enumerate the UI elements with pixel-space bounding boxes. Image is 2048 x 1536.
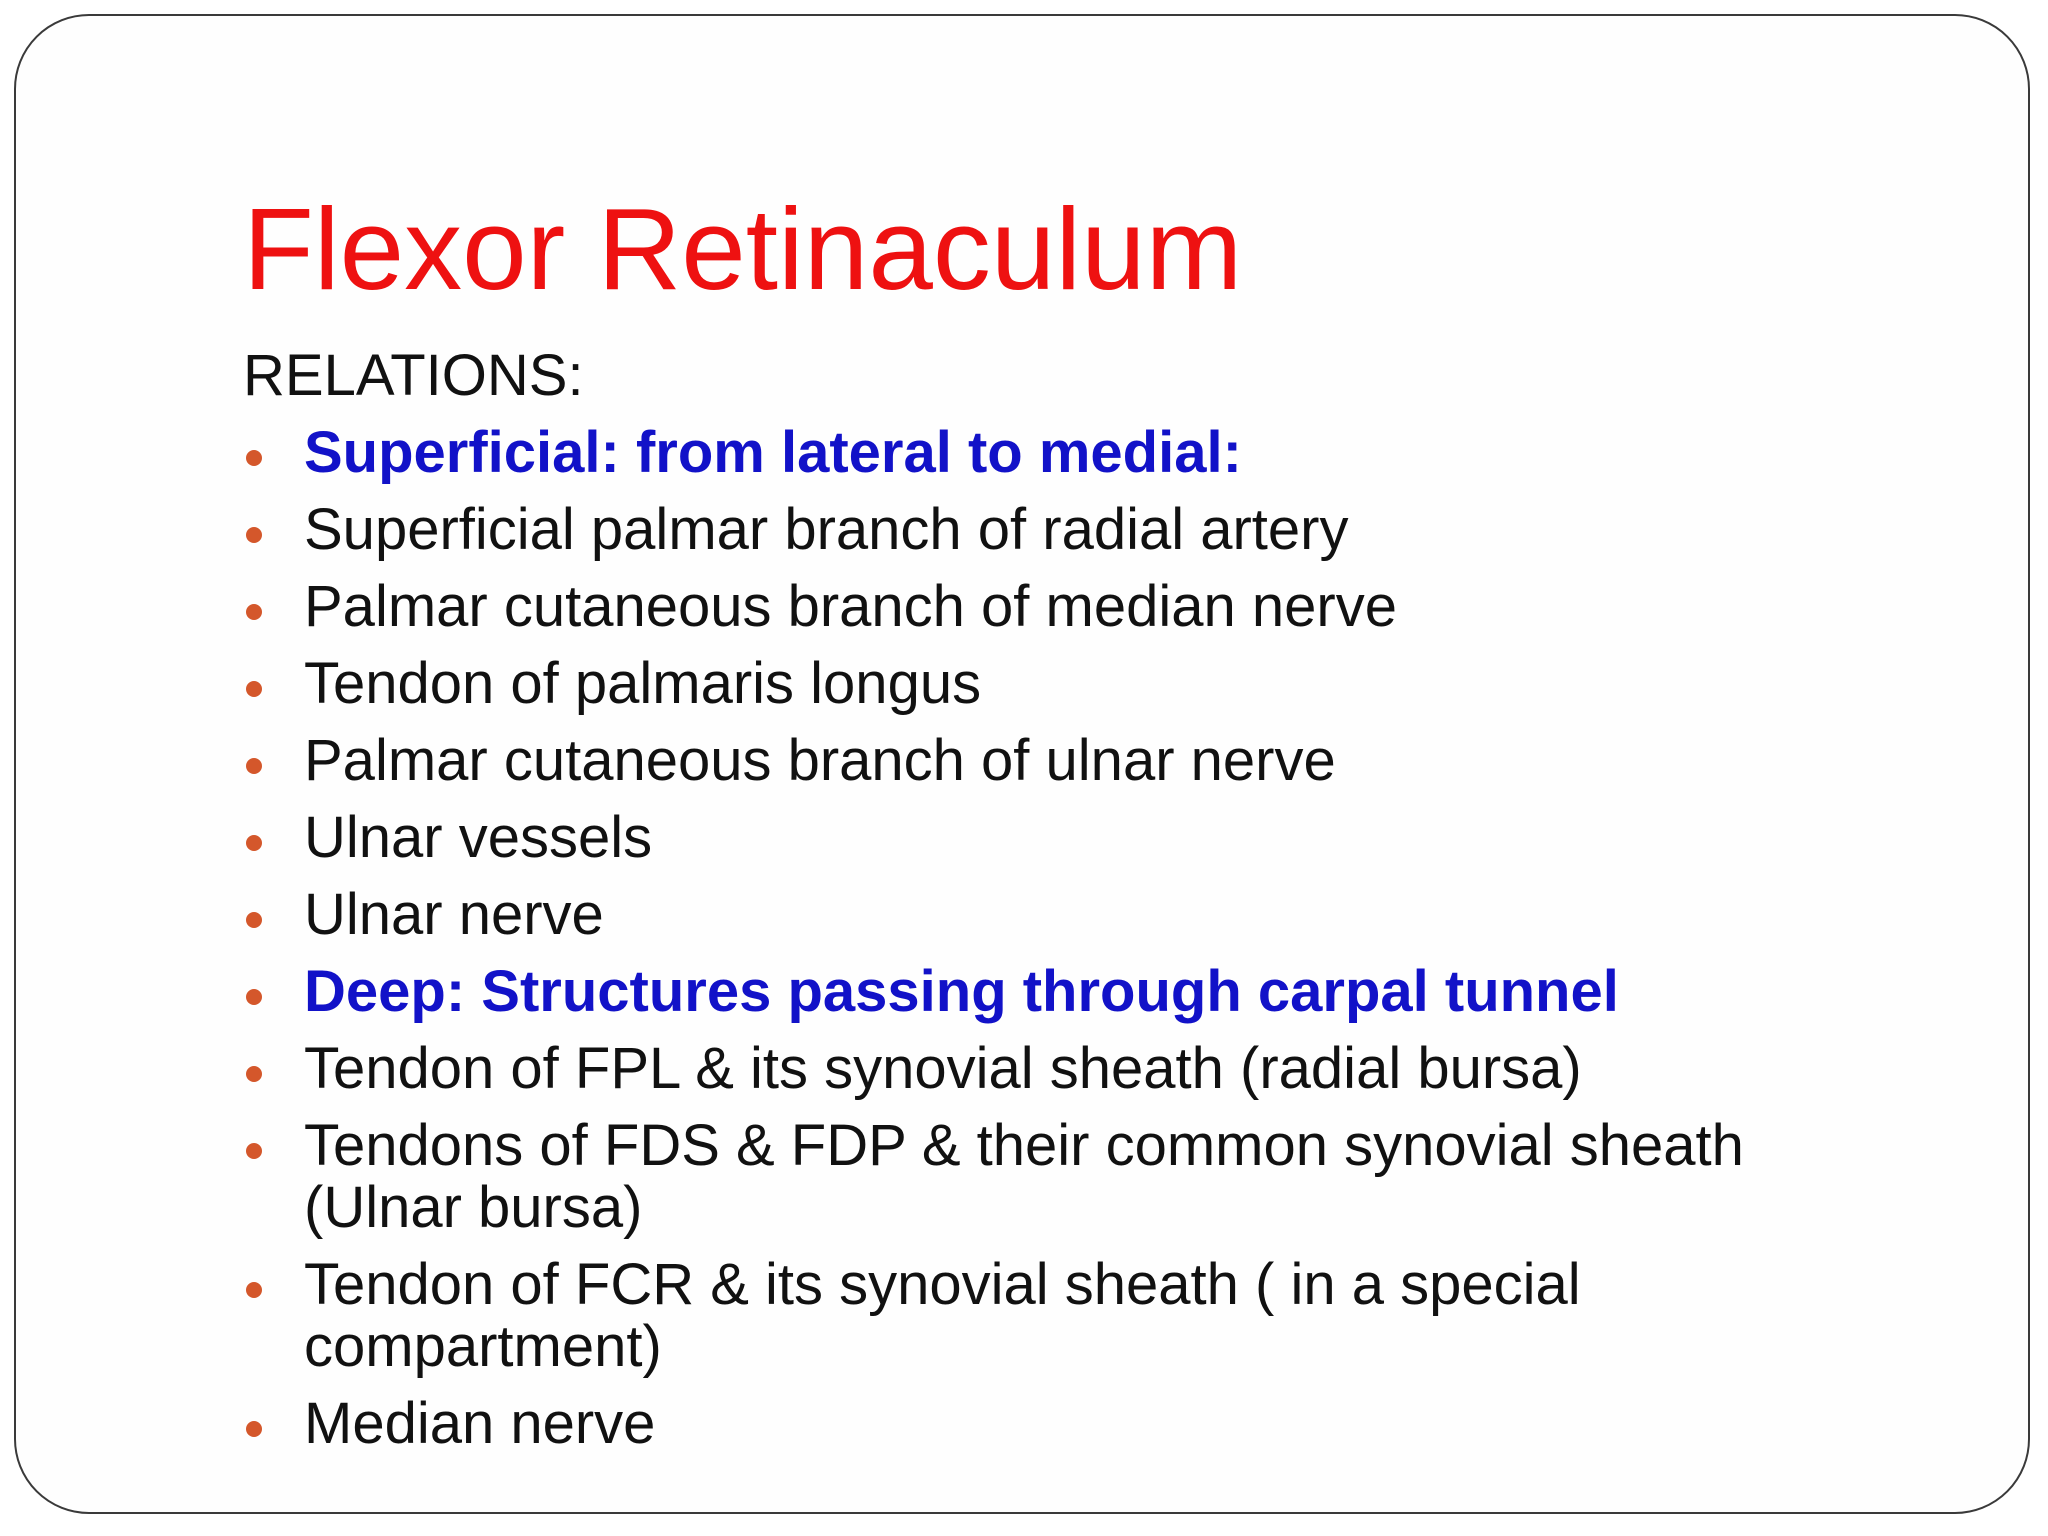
bullet-dot-icon [246,1421,262,1437]
list-item: Superficial palmar branch of radial arte… [243,491,1883,568]
list-item: Deep: Structures passing through carpal … [243,953,1883,1030]
list-item: Superficial: from lateral to medial: [243,414,1883,491]
bullet-dot-icon [246,1282,262,1298]
list-item: Palmar cutaneous branch of ulnar nerve [243,722,1883,799]
list-item-text: Tendon of FCR & its synovial sheath ( in… [304,1252,1581,1379]
list-item-text: Deep: Structures passing through carpal … [304,959,1619,1024]
slide-subtitle: RELATIONS: [243,343,584,408]
list-item-text: Superficial: from lateral to medial: [304,420,1242,485]
bullet-dot-icon [246,835,262,851]
list-item-text: Tendons of FDS & FDP & their common syno… [304,1113,1744,1240]
list-item: Tendon of FPL & its synovial sheath (rad… [243,1030,1883,1107]
list-item: Tendon of palmaris longus [243,645,1883,722]
list-item: Tendons of FDS & FDP & their common syno… [243,1107,1883,1246]
bullet-dot-icon [246,681,262,697]
slide-title: Flexor Retinaculum [243,184,1243,314]
bullet-dot-icon [246,989,262,1005]
bullet-dot-icon [246,450,262,466]
list-item-text: Tendon of palmaris longus [304,651,982,716]
list-item: Ulnar vessels [243,799,1883,876]
bullet-dot-icon [246,604,262,620]
bullet-dot-icon [246,758,262,774]
list-item: Ulnar nerve [243,876,1883,953]
list-item-text: Median nerve [304,1391,656,1456]
list-item-text: Ulnar vessels [304,805,653,870]
bullet-dot-icon [246,1143,262,1159]
list-item-text: Tendon of FPL & its synovial sheath (rad… [304,1036,1582,1101]
list-item-text: Palmar cutaneous branch of median nerve [304,574,1397,639]
list-item: Palmar cutaneous branch of median nerve [243,568,1883,645]
bullet-dot-icon [246,912,262,928]
slide-frame: Flexor Retinaculum RELATIONS: Superficia… [14,14,2030,1514]
bullet-dot-icon [246,527,262,543]
list-item: Tendon of FCR & its synovial sheath ( in… [243,1246,1883,1385]
bullet-dot-icon [246,1066,262,1082]
list-item-text: Ulnar nerve [304,882,604,947]
list-item-text: Palmar cutaneous branch of ulnar nerve [304,728,1336,793]
list-item-text: Superficial palmar branch of radial arte… [304,497,1349,562]
list-item: Median nerve [243,1385,1883,1462]
bullet-list: Superficial: from lateral to medial: Sup… [243,414,1883,1462]
